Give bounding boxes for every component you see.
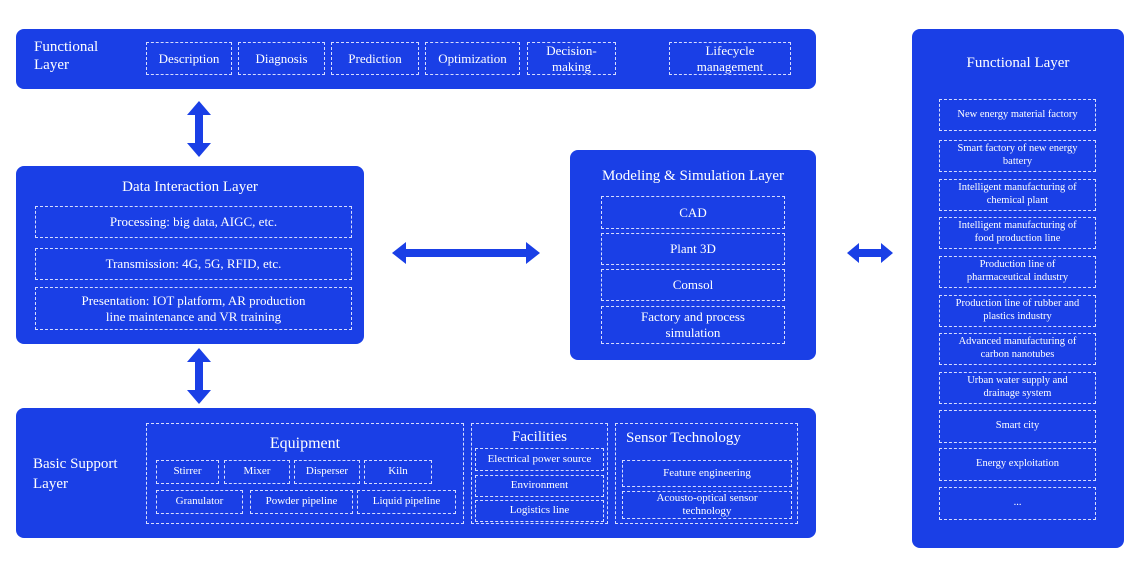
top-functional-layer-title: Functional Layer bbox=[34, 39, 99, 73]
right-functional-layer-title: Functional Layer bbox=[966, 55, 1070, 71]
equipment-disperser: Disperser bbox=[294, 460, 360, 484]
right-functional-layer-panel: Functional Layer New energy material fac… bbox=[912, 29, 1124, 548]
function-diagnosis: Diagnosis bbox=[238, 42, 325, 75]
application-item: Production line of rubber and plastics i… bbox=[939, 295, 1096, 327]
equipment-stirrer: Stirrer bbox=[156, 460, 219, 484]
application-item: Intelligent manufacturing of food produc… bbox=[939, 217, 1096, 249]
modeling-simulation-layer-title: Modeling & Simulation Layer bbox=[601, 168, 785, 184]
function-prediction: Prediction bbox=[331, 42, 419, 75]
modeling-simulation-layer-panel: Modeling & Simulation Layer CAD Plant 3D… bbox=[570, 150, 816, 360]
facility-environment: Environment bbox=[475, 475, 604, 497]
factory-process-simulation-item: Factory and process simulation bbox=[601, 306, 785, 344]
application-item: Energy exploitation bbox=[939, 448, 1096, 481]
top-functional-layer-panel: Functional Layer Description Diagnosis P… bbox=[16, 29, 816, 89]
transmission-item: Transmission: 4G, 5G, RFID, etc. bbox=[35, 248, 352, 280]
application-item: Smart factory of new energy battery bbox=[939, 140, 1096, 172]
equipment-powder-pipeline: Powder pipeline bbox=[250, 490, 353, 514]
basic-support-layer-title: Basic Support Layer bbox=[33, 456, 118, 493]
facility-logistics-line: Logistics line bbox=[475, 500, 604, 522]
application-item: ... bbox=[939, 487, 1096, 520]
application-item: Production line of pharmaceutical indust… bbox=[939, 256, 1096, 288]
data-interaction-layer-title: Data Interaction Layer bbox=[122, 179, 258, 195]
facilities-title: Facilities bbox=[512, 429, 567, 445]
application-item: Urban water supply and drainage system bbox=[939, 372, 1096, 404]
equipment-kiln: Kiln bbox=[364, 460, 432, 484]
plant-3d-item: Plant 3D bbox=[601, 233, 785, 265]
application-item: Advanced manufacturing of carbon nanotub… bbox=[939, 333, 1096, 365]
sensor-technology-group: Sensor Technology Feature engineering Ac… bbox=[615, 423, 798, 524]
sensor-feature-engineering: Feature engineering bbox=[622, 460, 792, 487]
vertical-arrow-bottom bbox=[187, 348, 211, 404]
function-lifecycle-management: Lifecycle management bbox=[669, 42, 791, 75]
equipment-title: Equipment bbox=[269, 435, 341, 452]
sensor-technology-title: Sensor Technology bbox=[626, 430, 741, 446]
presentation-item: Presentation: IOT platform, AR productio… bbox=[35, 287, 352, 330]
equipment-group: Equipment Stirrer Mixer Disperser Kiln G… bbox=[146, 423, 464, 524]
vertical-arrow-top bbox=[187, 101, 211, 157]
cad-item: CAD bbox=[601, 196, 785, 229]
application-item: Smart city bbox=[939, 410, 1096, 443]
processing-item: Processing: big data, AIGC, etc. bbox=[35, 206, 352, 238]
equipment-mixer: Mixer bbox=[224, 460, 290, 484]
equipment-granulator: Granulator bbox=[156, 490, 243, 514]
horizontal-arrow-right bbox=[847, 243, 893, 263]
function-description: Description bbox=[146, 42, 232, 75]
data-interaction-layer-panel: Data Interaction Layer Processing: big d… bbox=[16, 166, 364, 344]
comsol-item: Comsol bbox=[601, 269, 785, 301]
horizontal-arrow-middle bbox=[392, 242, 540, 264]
function-optimization: Optimization bbox=[425, 42, 520, 75]
application-item: Intelligent manufacturing of chemical pl… bbox=[939, 179, 1096, 211]
facility-electrical-power-source: Electrical power source bbox=[475, 448, 604, 471]
sensor-acousto-optical: Acousto-optical sensor technology bbox=[622, 491, 792, 519]
facilities-group: Facilities Electrical power source Envir… bbox=[471, 423, 608, 524]
basic-support-layer-panel: Basic Support Layer Equipment Stirrer Mi… bbox=[16, 408, 816, 538]
function-decision-making: Decision- making bbox=[527, 42, 616, 75]
application-item: New energy material factory bbox=[939, 99, 1096, 131]
equipment-liquid-pipeline: Liquid pipeline bbox=[357, 490, 456, 514]
